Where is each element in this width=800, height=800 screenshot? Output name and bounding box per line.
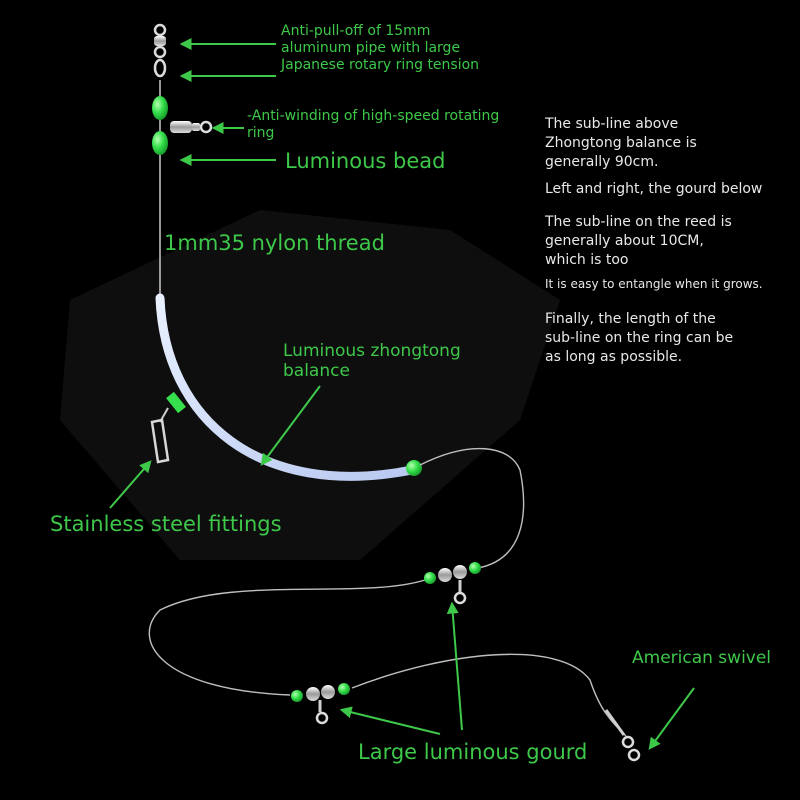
- luminous-tube: [155, 293, 417, 481]
- bead-icon: [152, 96, 168, 120]
- label-stainless: Stainless steel fittings: [50, 512, 282, 536]
- gourd-icon: [424, 562, 481, 605]
- note-block-2: The sub-line on the reed is generally ab…: [545, 214, 732, 268]
- label-gourd: Large luminous gourd: [358, 740, 588, 764]
- snap-icon: [150, 407, 170, 464]
- sub-line: [148, 579, 426, 696]
- bead-icon: [166, 391, 186, 414]
- note-block-1: The sub-line above Zhongtong balance is …: [545, 116, 697, 170]
- gourd-icon: [291, 683, 350, 725]
- note-line-8: It is easy to entangle when it grows.: [545, 277, 763, 291]
- arrow-icon: [109, 460, 152, 509]
- label-anti-winding: -Anti-winding of high-speed rotating rin…: [247, 108, 500, 141]
- swivel-icon: [170, 120, 213, 134]
- bead-icon: [406, 460, 422, 476]
- label-luminous-bead: Luminous bead: [285, 149, 446, 173]
- arrow-icon: [648, 687, 695, 750]
- sub-line: [419, 447, 525, 569]
- bead-icon: [152, 131, 168, 155]
- label-american-swivel: American swivel: [632, 648, 772, 668]
- background-shape: [60, 210, 560, 560]
- swivel-icon: [604, 709, 641, 762]
- label-nylon-thread: 1mm35 nylon thread: [164, 231, 385, 255]
- label-anti-pull: Anti-pull-off of 15mm aluminum pipe with…: [281, 23, 480, 73]
- swivel-icon: [153, 23, 167, 78]
- arrow-icon: [260, 385, 321, 466]
- label-zhongtong: Luminous zhongtong balance: [283, 341, 461, 382]
- sub-line: [351, 653, 627, 737]
- note-line-4: Left and right, the gourd below: [545, 181, 763, 197]
- note-block-3: Finally, the length of the sub-line on t…: [545, 311, 734, 365]
- arrow-icon: [339, 706, 441, 735]
- arrow-icon: [446, 601, 463, 731]
